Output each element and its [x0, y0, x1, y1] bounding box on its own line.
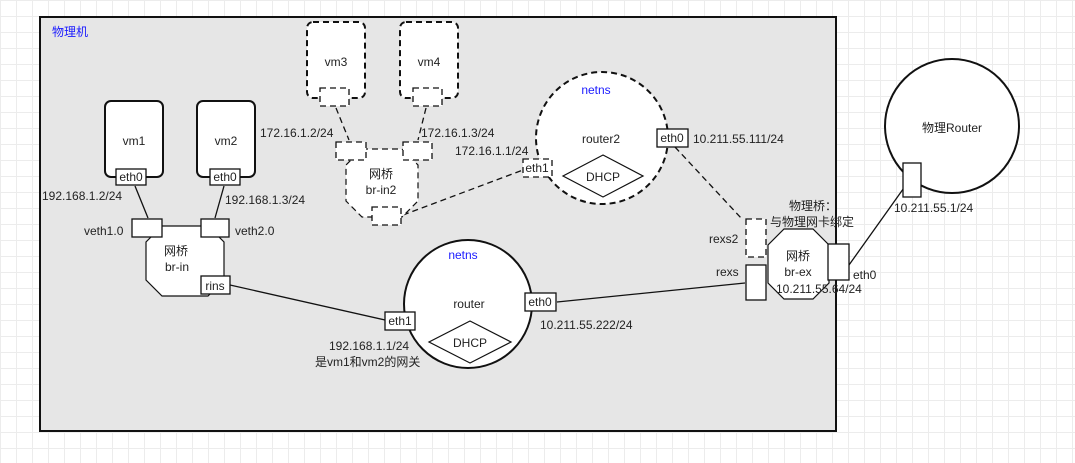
vm2-name: vm2 — [215, 134, 238, 148]
router-netns-label: netns — [448, 248, 477, 262]
br-in-veth2-port — [200, 218, 230, 238]
vm4-port — [412, 87, 443, 107]
br-in-rins-port — [200, 275, 231, 295]
br-ex-line2: br-ex — [784, 265, 811, 279]
br-in2-bottom-port — [371, 206, 402, 226]
br-in-rins-label: rins — [205, 279, 224, 293]
vm2-eth0-label: eth0 — [213, 170, 237, 184]
router-eth1-label: eth1 — [388, 314, 412, 328]
vm4-ip: 172.16.1.3/24 — [421, 126, 495, 140]
br-in2-left-port — [335, 141, 367, 161]
router2-eth0-label: eth0 — [660, 131, 684, 145]
router2-dhcp-label: DHCP — [586, 170, 620, 184]
br-ex-rexs2-label: rexs2 — [709, 232, 739, 246]
br-ex-rexs-port — [745, 264, 767, 301]
vm4-name: vm4 — [418, 55, 441, 69]
router2-eth1-label: eth1 — [525, 161, 549, 175]
br-ex-ip: 10.211.55.64/24 — [776, 282, 862, 296]
br-in2-line2: br-in2 — [366, 183, 397, 197]
router-dhcp-diamond — [427, 320, 513, 364]
physical-router-ip: 10.211.55.1/24 — [894, 201, 974, 215]
link-vm3-brin2 — [335, 107, 350, 141]
br-ex-octagon — [767, 228, 830, 300]
br-ex-rexs-label: rexs — [716, 265, 739, 279]
router2-netns-label: netns — [581, 83, 610, 97]
router2-dhcp-diamond — [561, 154, 645, 198]
vm1-name: vm1 — [123, 134, 146, 148]
link-router-brex — [556, 282, 746, 303]
router2-eth0-port — [656, 128, 689, 148]
router2-eth1-port — [522, 158, 553, 178]
router2-name: router2 — [582, 132, 620, 146]
router-eth0-label: eth0 — [528, 295, 552, 309]
router-eth0-port — [524, 292, 557, 312]
vm1-eth0-label: eth0 — [119, 170, 143, 184]
physical-host-label: 物理机 — [52, 25, 88, 39]
br-in-veth1-label: veth1.0 — [84, 224, 124, 238]
link-router2-brex — [674, 146, 743, 220]
br-in2-right-port — [402, 141, 433, 161]
physical-router-name: 物理Router — [922, 121, 982, 135]
br-in2-octagon — [345, 148, 419, 218]
vm2-eth0-port — [209, 168, 241, 186]
vm2-ip: 192.168.1.3/24 — [225, 193, 305, 207]
physical-router-circle — [884, 58, 1020, 194]
br-ex-note-line1: 物理桥： — [789, 199, 837, 213]
br-ex-eth0-port — [827, 243, 850, 281]
router-eth0-ip: 10.211.55.222/24 — [540, 318, 633, 332]
br-in-veth1-port — [131, 218, 163, 238]
link-vm4-brin2 — [417, 107, 427, 141]
link-vm2-brin — [214, 185, 225, 219]
link-vm1-brin — [134, 185, 149, 219]
physical-router-port — [902, 162, 922, 198]
vm1-ip: 192.168.1.2/24 — [42, 189, 122, 203]
br-ex-note-line2: 与物理网卡绑定 — [770, 214, 854, 229]
vm3-name: vm3 — [325, 55, 348, 69]
vm1-eth0-port — [115, 168, 147, 186]
br-ex-line1: 网桥 — [786, 249, 810, 263]
link-brin2-router2 — [402, 169, 524, 216]
link-brex-physical-router — [848, 184, 907, 266]
router2-eth1-ip: 172.16.1.1/24 — [455, 144, 529, 158]
router-eth1-ip: 192.168.1.1/24 — [329, 339, 409, 353]
br-ex-eth0-label: eth0 — [853, 268, 877, 282]
br-in-line1: 网桥 — [164, 244, 188, 258]
router-gateway-note: 是vm1和vm2的网关 — [315, 354, 420, 369]
br-in-veth2-label: veth2.0 — [235, 224, 275, 238]
vm3-ip: 172.16.1.2/24 — [260, 126, 334, 140]
link-rins-router — [229, 284, 386, 321]
router-eth1-port — [384, 311, 416, 331]
br-in2-line1: 网桥 — [369, 167, 393, 181]
vm3-port — [319, 87, 350, 107]
router-dhcp-label: DHCP — [453, 336, 487, 350]
br-in-line2: br-in — [165, 260, 189, 274]
router-name: router — [453, 297, 484, 311]
br-ex-rexs2-port — [745, 218, 767, 258]
router2-eth0-ip: 10.211.55.111/24 — [693, 132, 784, 146]
